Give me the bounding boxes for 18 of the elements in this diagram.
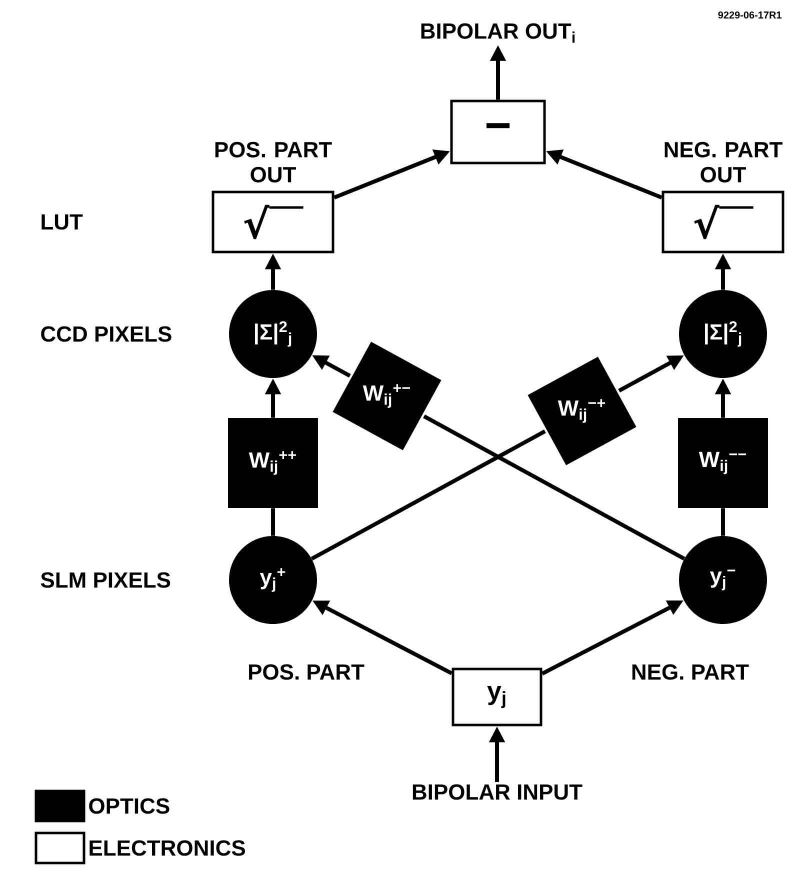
terminal-label: BIPOLAR INPUT — [412, 784, 582, 800]
edge-label: POS. PART — [249, 664, 364, 680]
box-heading: NEG. PART OUT — [664, 142, 782, 182]
figure-number: 9229-06-17R1 — [718, 11, 782, 19]
row-label: SLM PIXELS — [40, 572, 170, 588]
box-heading: POS. PART OUT — [215, 142, 332, 182]
subtract-box: − — [450, 100, 546, 164]
root-box: √ — [662, 190, 784, 254]
legend-label: OPTICS — [89, 798, 170, 814]
root-box: √ — [212, 190, 334, 254]
optics-square: W$_{ij}$++ — [228, 418, 318, 508]
legend-label: ELECTRONICS — [90, 840, 246, 856]
edge-label: NEG. PART — [632, 664, 749, 680]
electronics-box: y$_{j}$ — [452, 668, 542, 726]
optics-square: W$_{ij}$−− — [678, 418, 768, 508]
row-label: LUT — [42, 214, 83, 230]
row-label: CCD PIXELS — [41, 326, 172, 342]
terminal-label: BIPOLAR OUT$_{i}$ — [421, 23, 575, 43]
